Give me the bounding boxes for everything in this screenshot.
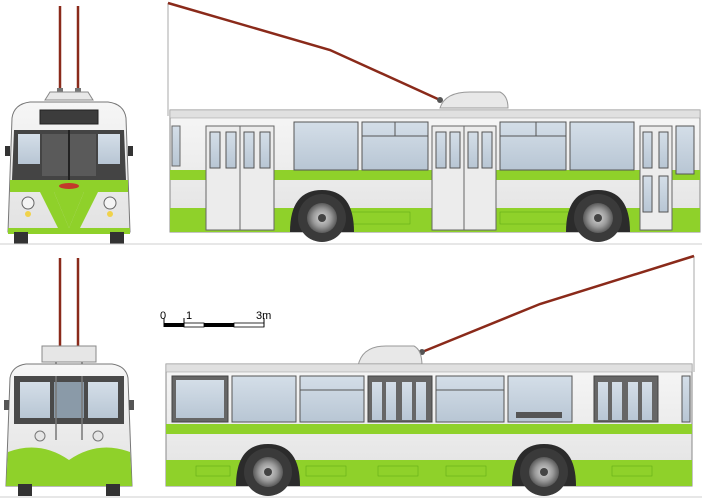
door-middle-side: [431, 125, 497, 231]
headlight-left: [21, 196, 35, 210]
destination-board: [39, 109, 99, 125]
door-rear-side: [205, 125, 275, 231]
wheel-rear-bottom: [520, 448, 568, 496]
scale-label-one: 1: [186, 310, 192, 322]
scale-segment-1: [164, 323, 184, 327]
headlight-right: [103, 196, 117, 210]
trolley-pole-side-left: [421, 254, 695, 354]
trolley-pole-side: [167, 1, 441, 102]
rear-view: [4, 258, 134, 496]
wheel-rear-top: [298, 194, 346, 242]
scale-label-three: 3m: [256, 310, 271, 322]
scale-label-zero: 0: [160, 310, 166, 322]
wheel-front-bottom: [244, 448, 292, 496]
side-view-left: [0, 254, 702, 498]
emblem: [59, 183, 79, 189]
scale-bar: 0 1 3m: [160, 310, 271, 328]
wheel-front-top: [574, 194, 622, 242]
door-front-side: [639, 125, 673, 231]
side-view-right: [0, 1, 702, 245]
front-view: [5, 6, 133, 244]
front-green-panel: [10, 180, 128, 228]
